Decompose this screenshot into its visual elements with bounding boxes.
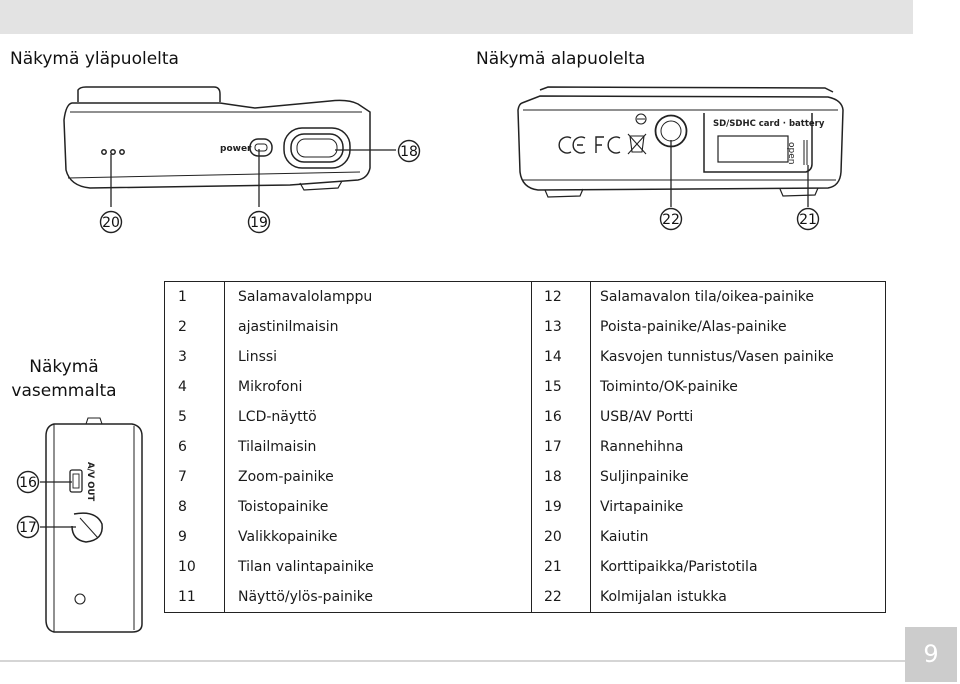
callout-18-circle (397, 139, 421, 163)
callout-20: 20 (102, 215, 120, 231)
part-number-right: 12 (544, 289, 562, 305)
part-number-right: 19 (544, 499, 562, 515)
part-name-right: Virtapainike (590, 492, 886, 522)
left-view-heading: Näkymä vasemmalta (8, 355, 120, 403)
camera-bottom-view (517, 86, 844, 207)
open-label: open (786, 142, 796, 164)
part-name-left: LCD-näyttö (224, 402, 532, 432)
part-number-left: 11 (178, 589, 196, 605)
part-name-left: Mikrofoni (224, 372, 532, 402)
callout-16-circle (16, 470, 40, 494)
part-number-left: 5 (178, 409, 187, 425)
part-number-right: 20 (544, 529, 562, 545)
part-name-right: Kasvojen tunnistus/Vasen painike (590, 342, 886, 372)
callout-22: 22 (662, 212, 680, 228)
left-view-heading-line1: Näkymä (29, 357, 99, 377)
callout-22-circle (659, 207, 683, 231)
table-row: 2 ajastinilmaisin 13 Poista-painike/Alas-pa… (165, 312, 886, 342)
part-name-right: Kaiutin (590, 522, 886, 552)
part-number-left: 4 (178, 379, 187, 395)
part-number-left: 1 (178, 289, 187, 305)
callout-17: 17 (19, 520, 37, 536)
part-number-left: 7 (178, 469, 187, 485)
sd-battery-label: SD/SDHC card · battery (713, 119, 825, 129)
bottom-view-heading: Näkymä alapuolelta (476, 49, 646, 69)
camera-top-view (63, 86, 396, 207)
part-number-right: 17 (544, 439, 562, 455)
part-number-right: 14 (544, 349, 562, 365)
table-row: 6 Tilailmaisin 17 Rannehihna (165, 432, 886, 462)
part-name-left: Tilan valintapainike (224, 552, 532, 582)
part-name-right: Korttipaikka/Paristotila (590, 552, 886, 582)
part-name-right: Poista-painike/Alas-painike (590, 312, 886, 342)
part-name-right: USB/AV Portti (590, 402, 886, 432)
callout-19-circle (247, 210, 271, 234)
part-number-right: 13 (544, 319, 562, 335)
part-name-right: Kolmijalan istukka (590, 582, 886, 613)
part-name-left: Toistopainike (224, 492, 532, 522)
part-number-left: 6 (178, 439, 187, 455)
callout-16: 16 (19, 475, 37, 491)
table-row: 10 Tilan valintapainike 21 Korttipaikka/Par… (165, 552, 886, 582)
left-view-heading-line2: vasemmalta (11, 381, 117, 401)
power-label: power (220, 144, 252, 154)
table-row: 5 LCD-näyttö 16 USB/AV Portti (165, 402, 886, 432)
part-name-right: Rannehihna (590, 432, 886, 462)
callout-21: 21 (799, 212, 817, 228)
part-number-left: 3 (178, 349, 187, 365)
part-number-right: 15 (544, 379, 562, 395)
callout-19: 19 (250, 215, 268, 231)
table-row: 7 Zoom-painike 18 Suljinpainike (165, 462, 886, 492)
table-row: 4 Mikrofoni 15 Toiminto/OK-painike (165, 372, 886, 402)
callout-20-circle (99, 210, 123, 234)
part-number-left: 2 (178, 319, 187, 335)
parts-table: 1 Salamavalolamppu 12 Salamavalon tila/oike… (164, 281, 886, 613)
part-name-right: Suljinpainike (590, 462, 886, 492)
part-name-left: Salamavalolamppu (224, 281, 532, 312)
part-number-right: 16 (544, 409, 562, 425)
part-number-left: 8 (178, 499, 187, 515)
part-name-left: Zoom-painike (224, 462, 532, 492)
part-name-left: Näyttö/ylös-painike (224, 582, 532, 613)
footer-line (0, 660, 905, 662)
part-number-right: 22 (544, 589, 562, 605)
table-row: 3 Linssi 14 Kasvojen tunnistus/Vasen painik… (165, 342, 886, 372)
part-name-left: ajastinilmaisin (224, 312, 532, 342)
part-number-left: 9 (178, 529, 187, 545)
camera-left-view (40, 417, 143, 633)
part-name-left: Linssi (224, 342, 532, 372)
table-row: 11 Näyttö/ylös-painike 22 Kolmijalan istukk… (165, 582, 886, 613)
header-bar (0, 0, 913, 34)
part-number-left: 10 (178, 559, 196, 575)
part-name-left: Tilailmaisin (224, 432, 532, 462)
part-name-right: Salamavalon tila/oikea-painike (590, 281, 886, 312)
parts-table-body: 1 Salamavalolamppu 12 Salamavalon tila/oike… (165, 281, 886, 613)
callout-21-circle (796, 207, 820, 231)
av-out-label: A/V OUT (85, 462, 95, 501)
part-number-right: 18 (544, 469, 562, 485)
table-row: 8 Toistopainike 19 Virtapainike (165, 492, 886, 522)
table-row: 9 Valikkopainike 20 Kaiutin (165, 522, 886, 552)
part-number-right: 21 (544, 559, 562, 575)
callout-18: 18 (400, 144, 418, 160)
callout-17-circle (16, 515, 40, 539)
top-view-heading: Näkymä yläpuolelta (10, 49, 179, 69)
part-name-left: Valikkopainike (224, 522, 532, 552)
part-name-right: Toiminto/OK-painike (590, 372, 886, 402)
page-number: 9 (905, 627, 957, 682)
table-row: 1 Salamavalolamppu 12 Salamavalon tila/oike… (165, 281, 886, 312)
